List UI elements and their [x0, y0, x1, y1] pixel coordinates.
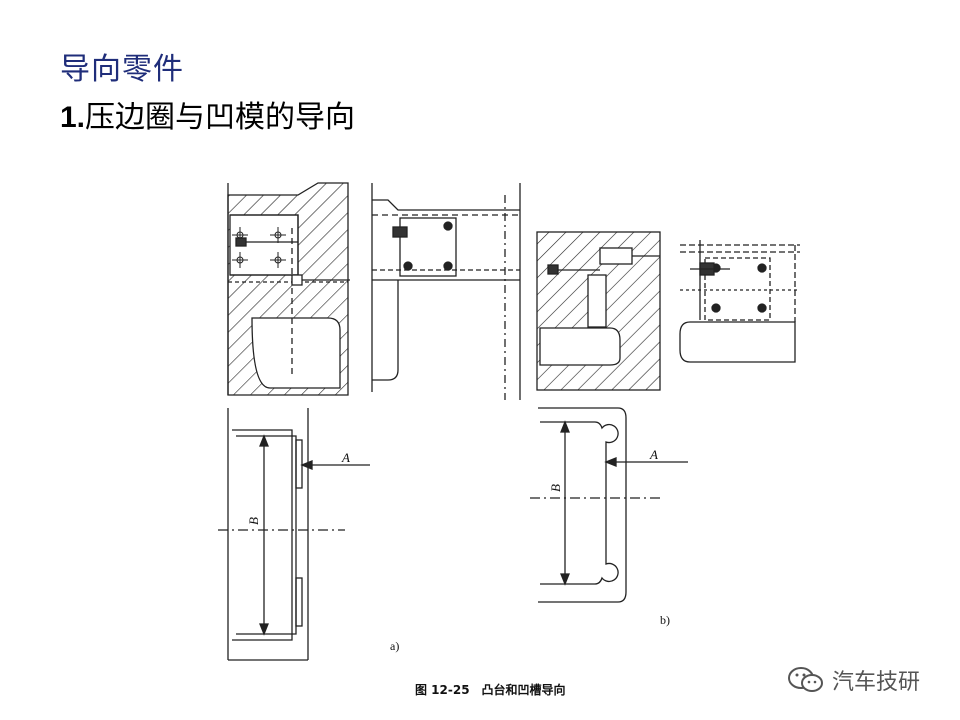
wechat-icon — [788, 667, 823, 692]
plan-view-b — [530, 407, 688, 603]
section-view-a-1 — [227, 182, 350, 396]
dimension-label-a1: A — [341, 450, 350, 465]
slide-subtitle: 1.压边圈与凹模的导向 — [60, 92, 355, 136]
subtitle-text: 压边圈与凹模的导向 — [85, 100, 356, 135]
slide-title: 导向零件 — [60, 52, 184, 87]
section-view-b-2 — [679, 240, 800, 363]
plan-view-a — [218, 408, 370, 661]
watermark: 汽车技研 — [786, 664, 920, 696]
panel-label-b: b) — [660, 613, 670, 627]
section-view-b-1 — [536, 231, 661, 391]
subtitle-number: 1. — [60, 101, 86, 134]
section-view-a-2 — [371, 183, 521, 400]
dimension-label-b2: B — [548, 484, 563, 492]
dimension-label-b1: B — [246, 517, 261, 525]
panel-label-a: a) — [390, 639, 399, 653]
dimension-label-a2: A — [649, 447, 658, 462]
watermark-text: 汽车技研 — [832, 670, 921, 695]
figure-caption: 图 12-25 凸台和凹槽导向 — [415, 682, 566, 697]
